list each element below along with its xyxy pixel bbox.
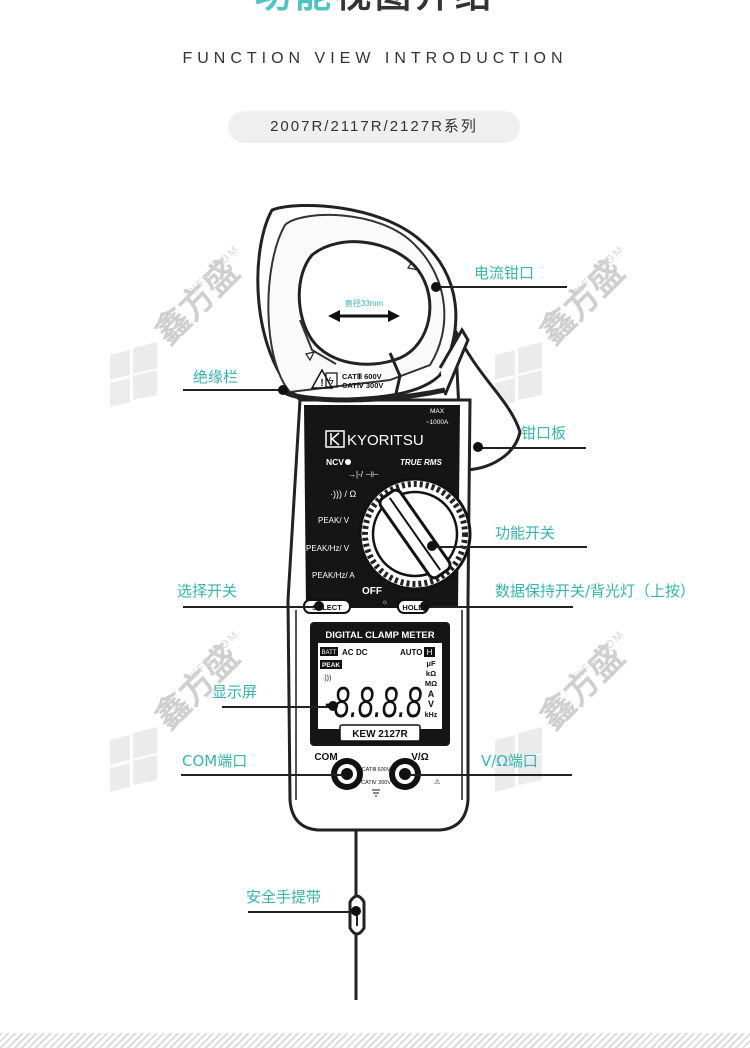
dial-diode-label: →|-/ ⊣⊢: [348, 470, 379, 479]
callout-line-vohm: [405, 774, 572, 776]
svg-text:ϟ: ϟ: [328, 376, 334, 387]
label-select-switch: 选择开关: [177, 582, 238, 600]
watermark-logo: 鑫方盛 XFS.COM: [495, 243, 632, 407]
lcd-unit-a: A: [428, 689, 435, 699]
hold-sub-text: (1sec.): [377, 609, 394, 615]
select-button-text: SELECT: [312, 603, 342, 612]
bottom-divider: [0, 1033, 750, 1048]
callout-line-function-switch: [432, 546, 587, 548]
callout-line-strap: [248, 911, 354, 913]
callout-dot-vohm: [400, 769, 410, 779]
lcd-unit-kohm: kΩ: [426, 669, 436, 678]
jaw-opening: [297, 240, 432, 366]
callout-dot-select: [314, 601, 324, 611]
lcd-ac: AC: [342, 648, 354, 657]
jaw-trigger: [453, 329, 522, 472]
vohm-text: V/Ω: [411, 752, 428, 763]
page-title: 功能视图介绍: [0, 0, 750, 18]
cat-iii-text: CATⅢ 600V: [342, 372, 382, 381]
callout-dot-strap: [351, 906, 361, 916]
max-value: ~1000A: [426, 419, 449, 426]
watermark-logo: 鑫方盛 XFS.COM: [110, 243, 247, 407]
cat-iv-text: CATⅣ 300V: [342, 381, 383, 390]
ncv-label: NCV: [326, 457, 344, 467]
true-rms-label: TRUE RMS: [400, 458, 442, 467]
series-pill: 2007R/2117R/2127R系列: [228, 111, 520, 143]
callout-dot-clamp-jaw: [431, 282, 441, 292]
lcd-unit-uf: μF: [426, 659, 436, 668]
jaw-diameter-text: 直径33mm: [345, 298, 384, 308]
page-subtitle: FUNCTION VIEW INTRODUCTION: [182, 50, 568, 67]
svg-text:☼: ☼: [382, 599, 388, 606]
model-text: KEW 2127R: [352, 729, 408, 740]
port-cat-iv: CATⅣ 300V: [361, 780, 391, 786]
label-jaw-trigger: 钳口板: [521, 424, 567, 442]
label-strap: 安全手提带: [246, 888, 322, 906]
com-text: COM: [314, 752, 337, 763]
lcd-peak: PEAK: [322, 662, 340, 669]
lcd-unit-mohm: MΩ: [425, 679, 437, 688]
callout-line-jaw-trigger: [478, 447, 586, 449]
page-title-rest: 视图介绍: [335, 0, 495, 16]
callout-line-clamp-jaw: [437, 286, 567, 288]
callout-dot-function-switch: [427, 541, 437, 551]
lcd-screen: [318, 643, 442, 729]
lcd-buzz: ·))): [322, 675, 331, 682]
callout-line-com: [181, 774, 347, 776]
dial-peak-v-ac-label: PEAK/Hz/ V: [306, 544, 350, 553]
off-label: OFF: [362, 586, 382, 597]
callout-dot-display: [328, 701, 338, 711]
page-title-accent: 功能: [255, 0, 335, 16]
callout-dot-hold: [420, 601, 430, 611]
brand-text: KYORITSU: [347, 432, 424, 449]
dial-peak-a-label: PEAK/Hz/ A: [312, 571, 355, 580]
lcd-unit-v: V: [428, 699, 434, 709]
label-display: 显示屏: [212, 683, 258, 701]
lcd-digits: -8.8.8.8: [324, 678, 422, 727]
insulation-barrier: [283, 387, 446, 403]
dial-peak-v-dc-label: PEAK/ V: [318, 516, 350, 525]
lcd-dc: DC: [356, 648, 368, 657]
function-dial: [358, 477, 472, 591]
watermark-logo: 鑫方盛 XFS.COM: [495, 628, 632, 792]
callout-line-hold: [423, 606, 573, 608]
label-hold-switch: 数据保持开关/背光灯（上按）: [495, 582, 696, 600]
label-function-switch: 功能开关: [495, 524, 556, 542]
label-insulation-barrier: 绝缘栏: [193, 368, 239, 386]
callout-line-display: [222, 706, 332, 708]
port-cat-iii: CATⅢ 600V: [362, 767, 391, 773]
callout-line-select: [183, 606, 319, 608]
dial-ohm-label: ·))) / Ω: [330, 489, 356, 499]
callout-line-insulation: [183, 389, 283, 391]
svg-text:⚠: ⚠: [434, 778, 440, 786]
lcd-auto: AUTO: [400, 648, 423, 657]
label-vohm-port: V/Ω端口: [481, 752, 538, 770]
lcd-unit-khz: kHz: [425, 712, 438, 719]
callout-dot-com: [342, 769, 352, 779]
svg-text:!: !: [320, 378, 323, 389]
label-clamp-jaw: 电流钳口: [474, 264, 535, 282]
watermark-logo: 鑫方盛 XFS.COM: [110, 628, 247, 792]
callout-dot-insulation: [278, 385, 288, 395]
label-com-port: COM端口: [182, 752, 248, 770]
max-label: MAX: [430, 408, 445, 415]
callout-dot-jaw-trigger: [473, 442, 483, 452]
lcd-batt: BATT: [322, 650, 337, 656]
hold-button-text: HOLD: [402, 603, 424, 612]
lcd-title: DIGITAL CLAMP METER: [325, 630, 434, 641]
lcd-h: H: [427, 648, 433, 657]
